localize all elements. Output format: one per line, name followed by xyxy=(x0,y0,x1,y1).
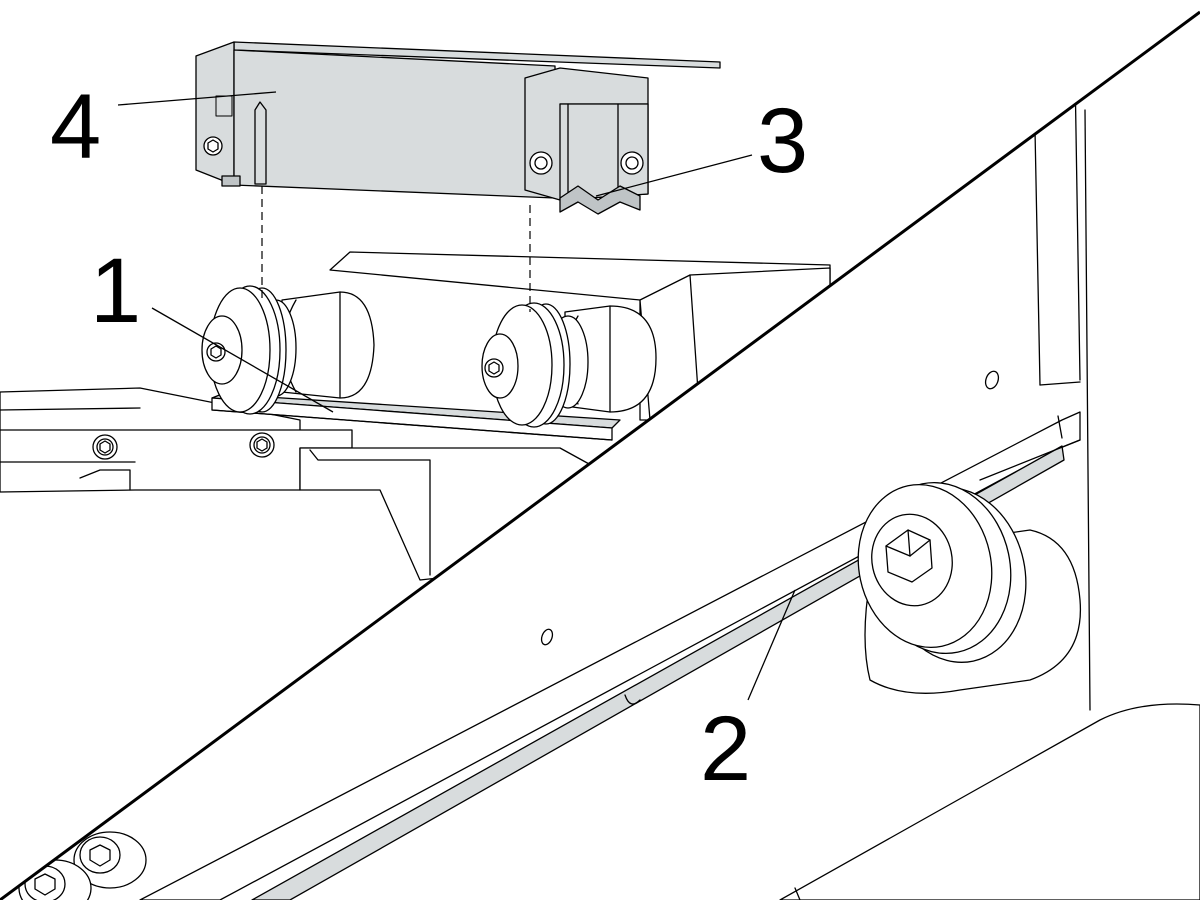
callout-4: 4 xyxy=(50,76,101,178)
overview-panel xyxy=(0,41,831,581)
base-bolt-left xyxy=(92,434,118,460)
hole-lower xyxy=(540,628,554,646)
leader-4 xyxy=(117,91,277,106)
cover-bolt xyxy=(203,136,223,156)
roller-detail xyxy=(857,481,1082,694)
leader-1 xyxy=(151,307,334,413)
base-bolt-right xyxy=(249,432,275,458)
leader-3 xyxy=(595,154,753,197)
detail-panel xyxy=(18,69,1200,900)
wiper-block xyxy=(524,67,649,215)
wiper-bolt-left xyxy=(529,151,553,175)
hole-upper xyxy=(984,370,1000,390)
callout-3: 3 xyxy=(757,90,808,192)
wiper-bolt-right xyxy=(620,151,644,175)
roller-right xyxy=(481,302,657,428)
leader-2 xyxy=(747,589,796,701)
callout-1: 1 xyxy=(90,240,141,342)
callout-2: 2 xyxy=(700,698,751,800)
view-divider xyxy=(0,10,1200,900)
roller-left xyxy=(201,285,375,415)
detail-bolt-1 xyxy=(73,831,147,889)
cover-housing xyxy=(195,41,721,199)
